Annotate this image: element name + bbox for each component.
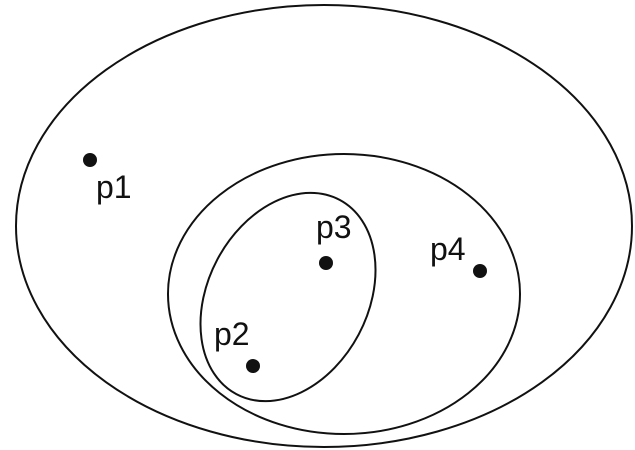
point-p1-dot — [83, 153, 97, 167]
point-p2-label: p2 — [214, 316, 250, 352]
point-p3-dot — [319, 256, 333, 270]
point-p4-label: p4 — [430, 231, 466, 267]
point-p4-dot — [473, 264, 487, 278]
inner-ellipse — [199, 191, 377, 403]
point-p3-label: p3 — [316, 209, 352, 245]
point-p1-label: p1 — [96, 169, 132, 205]
outer-ellipse — [15, 4, 633, 448]
middle-ellipse — [167, 153, 521, 435]
point-p2-dot — [246, 359, 260, 373]
